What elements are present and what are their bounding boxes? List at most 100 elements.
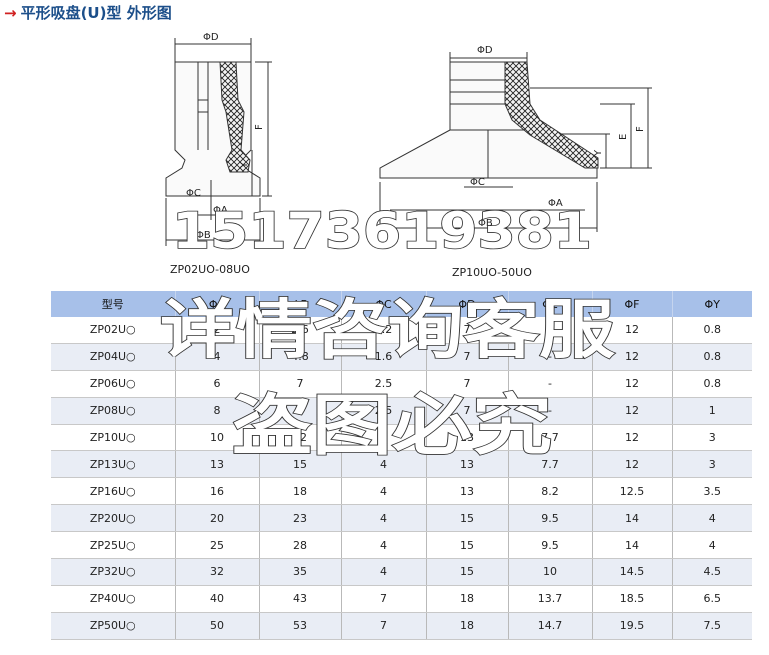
cell-d: 7 <box>426 343 509 371</box>
cell-b: 12 <box>259 424 342 452</box>
cell-d: 18 <box>426 612 509 640</box>
cell-b: 23 <box>259 504 342 533</box>
cell-d: 7 <box>426 370 509 398</box>
table-header-row: 型号 ΦA ΦB ΦC ΦD ΦE ΦF ΦY <box>51 291 752 317</box>
header-e: ΦE <box>508 291 593 317</box>
left-dim-c: ΦC <box>186 188 201 199</box>
cell-y: 1 <box>672 397 752 425</box>
cell-b: 9 <box>259 397 342 425</box>
cell-d: 13 <box>426 450 509 479</box>
cell-d: 15 <box>426 504 509 533</box>
cell-e: - <box>508 397 593 425</box>
cell-a: 8 <box>175 397 260 425</box>
cell-d: 15 <box>426 531 509 560</box>
cell-c: 4 <box>341 477 427 506</box>
header-a: ΦA <box>175 291 260 317</box>
cell-y: 4 <box>672 531 752 560</box>
header-f: ΦF <box>592 291 673 317</box>
cell-b: 28 <box>259 531 342 560</box>
cell-c: 2.5 <box>341 370 427 398</box>
cell-y: 3.5 <box>672 477 752 506</box>
cell-y: 4.5 <box>672 558 752 586</box>
cell-c: 4 <box>341 504 427 533</box>
left-dim-y: Y <box>239 161 250 169</box>
cell-f: 18.5 <box>592 585 673 613</box>
right-dim-d: ΦD <box>477 45 493 56</box>
cell-a: 16 <box>175 477 260 506</box>
cell-y: 3 <box>672 450 752 479</box>
cell-c: 1.2 <box>341 317 427 344</box>
cell-y: 0.8 <box>672 370 752 398</box>
cell-b: 35 <box>259 558 342 586</box>
cell-e: 9.5 <box>508 504 593 533</box>
cell-d: 18 <box>426 585 509 613</box>
cell-b: 43 <box>259 585 342 613</box>
cell-d: 13 <box>426 477 509 506</box>
cell-e: 10 <box>508 558 593 586</box>
cell-f: 12 <box>592 424 673 452</box>
cell-e: - <box>508 317 593 344</box>
cell-e: 7.7 <box>508 424 593 452</box>
cell-a: 40 <box>175 585 260 613</box>
cell-c: 4 <box>341 424 427 452</box>
cell-c: 4 <box>341 531 427 560</box>
cell-f: 12 <box>592 343 673 371</box>
cell-model: ZP10U○ <box>51 424 176 452</box>
cell-f: 12 <box>592 397 673 425</box>
cell-a: 10 <box>175 424 260 452</box>
cell-model: ZP04U○ <box>51 343 176 371</box>
cell-a: 4 <box>175 343 260 371</box>
cell-a: 50 <box>175 612 260 640</box>
left-dim-f: F <box>254 124 265 130</box>
cell-model: ZP16U○ <box>51 477 176 506</box>
cell-c: 2.5 <box>341 397 427 425</box>
cell-f: 14 <box>592 531 673 560</box>
left-dim-d: ΦD <box>203 32 219 43</box>
cell-c: 7 <box>341 585 427 613</box>
right-dim-y: Y <box>593 149 604 157</box>
cell-y: 3 <box>672 424 752 452</box>
cell-d: 7 <box>426 317 509 344</box>
cell-y: 7.5 <box>672 612 752 640</box>
header-y: ΦY <box>672 291 752 317</box>
header-d: ΦD <box>426 291 509 317</box>
cell-f: 12 <box>592 450 673 479</box>
header-c: ΦC <box>341 291 427 317</box>
cell-d: 13 <box>426 424 509 452</box>
cell-e: - <box>508 370 593 398</box>
cell-model: ZP50U○ <box>51 612 176 640</box>
cell-b: 18 <box>259 477 342 506</box>
cell-model: ZP06U○ <box>51 370 176 398</box>
cell-e: 7.7 <box>508 450 593 479</box>
right-dim-c: ΦC <box>470 177 485 188</box>
right-dim-a: ΦA <box>548 198 563 209</box>
right-dim-e: E <box>618 134 629 140</box>
cell-model: ZP25U○ <box>51 531 176 560</box>
cell-f: 12 <box>592 317 673 344</box>
cell-a: 20 <box>175 504 260 533</box>
cell-model: ZP20U○ <box>51 504 176 533</box>
title-arrow: → <box>4 4 17 22</box>
cell-e: 8.2 <box>508 477 593 506</box>
cell-e: 14.7 <box>508 612 593 640</box>
right-dim-f: F <box>635 126 646 132</box>
cell-c: 1.6 <box>341 343 427 371</box>
cell-model: ZP13U○ <box>51 450 176 479</box>
cell-model: ZP02U○ <box>51 317 176 344</box>
drawing-right <box>379 52 652 232</box>
cell-f: 12.5 <box>592 477 673 506</box>
cell-f: 14 <box>592 504 673 533</box>
technical-drawing: ΦD F Y ΦC ΦA ΦB ZP02UO-08UO <box>165 32 652 279</box>
cell-y: 0.8 <box>672 343 752 371</box>
page-title: →平形吸盘(U)型 外形图 <box>4 2 172 23</box>
left-caption: ZP02UO-08UO <box>170 263 250 276</box>
cell-y: 6.5 <box>672 585 752 613</box>
cell-e: 13.7 <box>508 585 593 613</box>
